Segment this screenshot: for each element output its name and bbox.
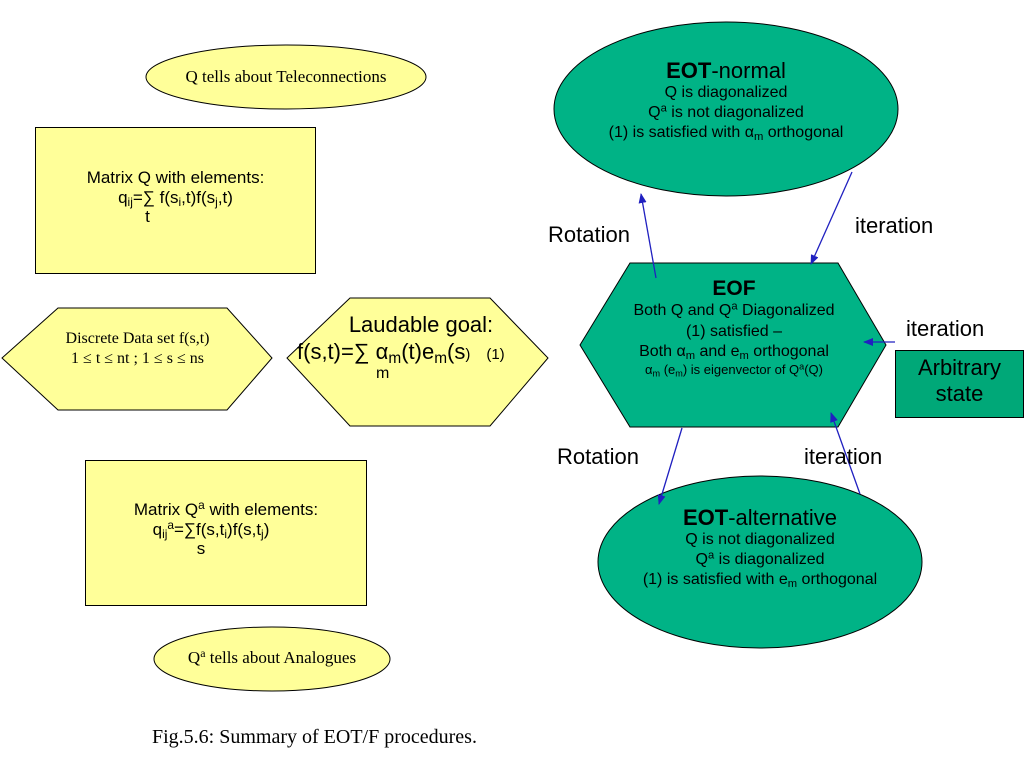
eof-hexagon	[579, 262, 887, 428]
eot-normal-line1: Q is diagonalized	[664, 84, 788, 102]
iteration-right-label: iteration	[906, 316, 985, 341]
analogues-text: Qa tells about Analogues	[187, 646, 357, 667]
rotation-down-arrow	[657, 427, 683, 505]
eot-normal-title: EOT-normal	[666, 58, 786, 83]
laudable-goal-sum-index: m	[376, 364, 390, 382]
teleconnections-ellipse	[145, 44, 427, 110]
laudable-goal-line1: Laudable goal:	[348, 312, 494, 337]
iteration-top-label: iteration	[855, 213, 934, 238]
matrix-qa-sum-index: s	[196, 539, 206, 559]
matrix-q-text: Matrix Q with elements: qij=∑ f(si,t)f(s…	[35, 168, 316, 227]
analogues-ellipse	[153, 626, 391, 692]
eot-normal-ellipse	[553, 21, 899, 197]
discrete-data-text: Discrete Data set f(s,t) 1 ≤ t ≤ nt ; 1 …	[10, 329, 265, 369]
iteration-down-arrow	[810, 171, 853, 265]
laudable-goal-text: Laudable goal: f(s,t)=∑ αm(t)em(s)(1) m	[290, 312, 546, 382]
eot-alternative-line1: Q is not diagonalized	[685, 531, 835, 549]
laudable-goal-formula: f(s,t)=∑ αm(t)em(s)(1)	[297, 338, 505, 367]
eot-alternative-text: EOT-alternative Q is not diagonalized Qa…	[598, 505, 922, 590]
rotation-bottom-label: Rotation	[557, 444, 639, 469]
matrix-q-formula: qij=∑ f(si,t)f(sj,t)	[118, 187, 233, 209]
discrete-data-hexagon	[1, 307, 273, 411]
rotation-top-label: Rotation	[548, 222, 630, 247]
eot-alternative-line3: (1) is satisfied with em orthogonal	[642, 571, 878, 591]
matrix-qa-box	[85, 460, 367, 606]
discrete-data-line2: 1 ≤ t ≤ nt ; 1 ≤ s ≤ ns	[71, 350, 204, 367]
figure-caption: Fig.5.6: Summary of EOT/F procedures.	[152, 726, 477, 748]
eot-alternative-line2: Qa is diagonalized	[695, 549, 825, 569]
eof-line3: Both αm and em orthogonal	[639, 342, 829, 362]
matrix-qa-text: Matrix Qa with elements: qija=∑f(s,ti)f(…	[85, 498, 367, 559]
rotation-up-arrow	[638, 193, 657, 279]
matrix-qa-line1: Matrix Qa with elements:	[133, 498, 319, 519]
arbitrary-state-line1: Arbitrary	[917, 355, 1002, 380]
iteration-up-arrow	[830, 412, 861, 495]
matrix-qa-formula: qija=∑f(s,ti)f(s,tj)	[152, 517, 270, 541]
eof-line1: Both Q and Qa Diagonalized	[633, 300, 835, 320]
eot-alternative-ellipse	[597, 475, 923, 649]
eof-line2: (1) satisfied –	[685, 322, 783, 340]
eot-alternative-title: EOT-alternative	[682, 505, 838, 530]
eof-title: EOF	[712, 277, 756, 300]
laudable-goal-hexagon	[286, 297, 549, 427]
matrix-q-sum-index: t	[145, 207, 150, 227]
arbitrary-state-line2: state	[935, 381, 984, 407]
matrix-q-box	[35, 127, 316, 274]
discrete-data-line1: Discrete Data set f(s,t)	[65, 330, 210, 347]
eot-normal-line3: (1) is satisfied with αm orthogonal	[608, 124, 844, 144]
teleconnections-text: Q tells about Teleconnections	[185, 67, 387, 86]
eot-normal-line2: Qa is not diagonalized	[648, 102, 804, 122]
eot-normal-text: EOT-normal Q is diagonalized Qa is not d…	[554, 58, 898, 143]
eof-text: EOF Both Q and Qa Diagonalized (1) satis…	[582, 276, 886, 379]
matrix-q-line1: Matrix Q with elements:	[86, 168, 265, 187]
iteration-bottom-label: iteration	[804, 444, 883, 469]
eof-line4: αm (em) is eigenvector of Qa(Q)	[644, 361, 823, 379]
arbitrary-state-box: Arbitrary state	[895, 350, 1024, 418]
